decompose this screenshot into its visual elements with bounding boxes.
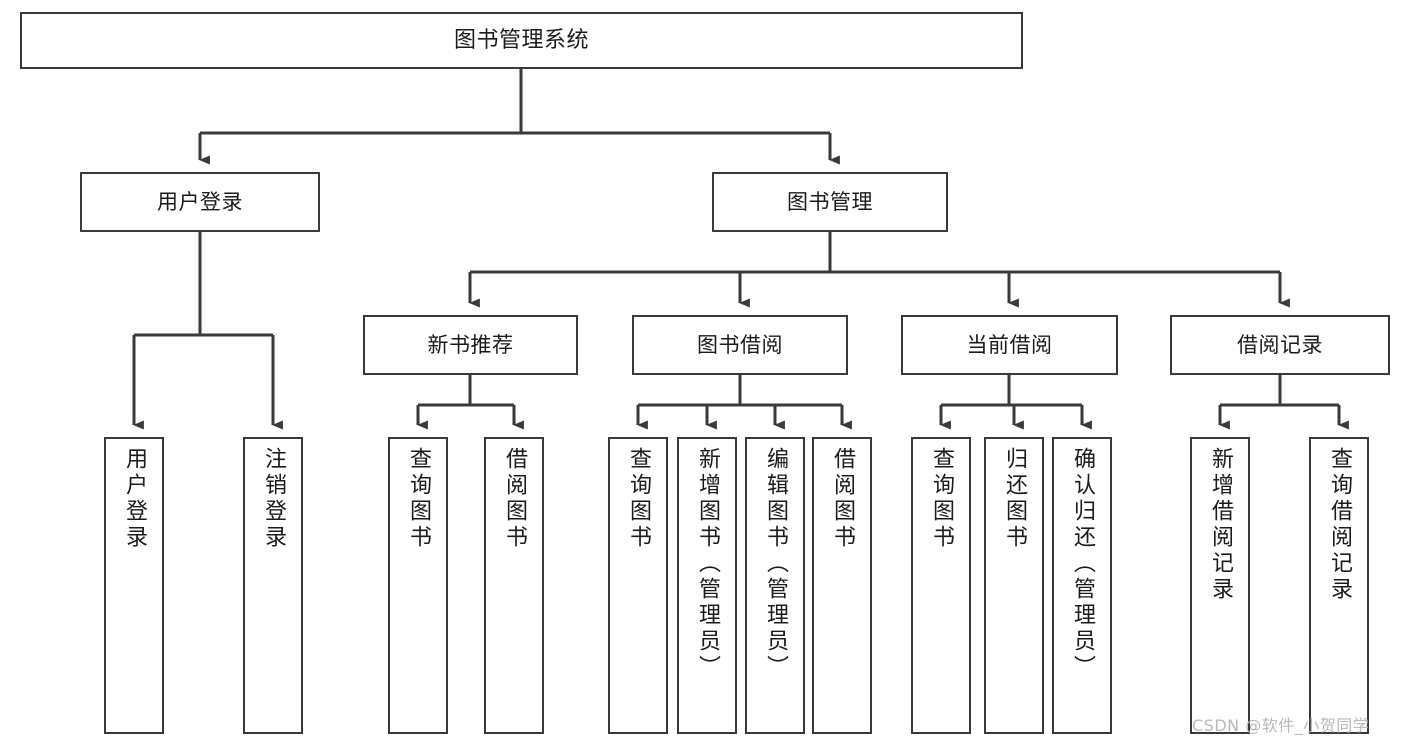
leaf-user-login[interactable]: 用户登录 [104, 437, 164, 734]
leaf-query-book-current-label: 查询图书 [929, 447, 954, 551]
node-book-borrow[interactable]: 图书借阅 [632, 315, 848, 375]
leaf-query-book-recommend[interactable]: 查询图书 [388, 437, 448, 734]
leaf-query-book-current[interactable]: 查询图书 [911, 437, 971, 734]
leaf-add-borrow-record[interactable]: 新增借阅记录 [1190, 437, 1250, 734]
node-root-system[interactable]: 图书管理系统 [20, 12, 1023, 69]
node-book-management-label: 图书管理 [787, 189, 873, 214]
leaf-return-book[interactable]: 归还图书 [984, 437, 1044, 734]
node-new-book-recommend-label: 新书推荐 [427, 332, 514, 357]
leaf-borrow-book-borrow-label: 借阅图书 [830, 447, 855, 551]
leaf-confirm-return-admin[interactable]: 确认归还（管理员） [1052, 437, 1112, 734]
csdn-watermark: CSDN @软件_小贺同学 [1192, 716, 1370, 735]
leaf-add-borrow-record-label: 新增借阅记录 [1208, 447, 1233, 603]
leaf-add-book-admin-label: 新增图书（管理员） [695, 447, 720, 681]
leaf-borrow-book-recommend-label: 借阅图书 [502, 447, 527, 551]
node-current-borrow-label: 当前借阅 [966, 332, 1053, 357]
node-new-book-recommend[interactable]: 新书推荐 [363, 315, 578, 375]
node-borrow-record-label: 借阅记录 [1237, 332, 1323, 357]
leaf-return-book-label: 归还图书 [1002, 447, 1027, 551]
leaf-borrow-book-borrow[interactable]: 借阅图书 [812, 437, 872, 734]
node-user-login-label: 用户登录 [157, 189, 243, 214]
node-book-borrow-label: 图书借阅 [697, 332, 783, 357]
node-book-management[interactable]: 图书管理 [712, 172, 948, 232]
leaf-query-borrow-record-label: 查询借阅记录 [1327, 447, 1352, 603]
leaf-edit-book-admin[interactable]: 编辑图书（管理员） [745, 437, 805, 734]
leaf-user-login-label: 用户登录 [122, 447, 147, 551]
leaf-query-book-borrow[interactable]: 查询图书 [608, 437, 668, 734]
leaf-user-logout[interactable]: 注销登录 [243, 437, 303, 734]
leaf-query-book-borrow-label: 查询图书 [626, 447, 651, 551]
leaf-query-borrow-record[interactable]: 查询借阅记录 [1309, 437, 1369, 734]
leaf-confirm-return-admin-label: 确认归还（管理员） [1070, 447, 1095, 681]
leaf-edit-book-admin-label: 编辑图书（管理员） [763, 447, 788, 681]
leaf-query-book-recommend-label: 查询图书 [406, 447, 431, 551]
node-user-login[interactable]: 用户登录 [80, 172, 320, 232]
node-root-system-label: 图书管理系统 [453, 27, 589, 53]
leaf-borrow-book-recommend[interactable]: 借阅图书 [484, 437, 544, 734]
leaf-user-logout-label: 注销登录 [261, 447, 286, 551]
leaf-add-book-admin[interactable]: 新增图书（管理员） [677, 437, 737, 734]
node-borrow-record[interactable]: 借阅记录 [1170, 315, 1390, 375]
node-current-borrow[interactable]: 当前借阅 [901, 315, 1118, 375]
